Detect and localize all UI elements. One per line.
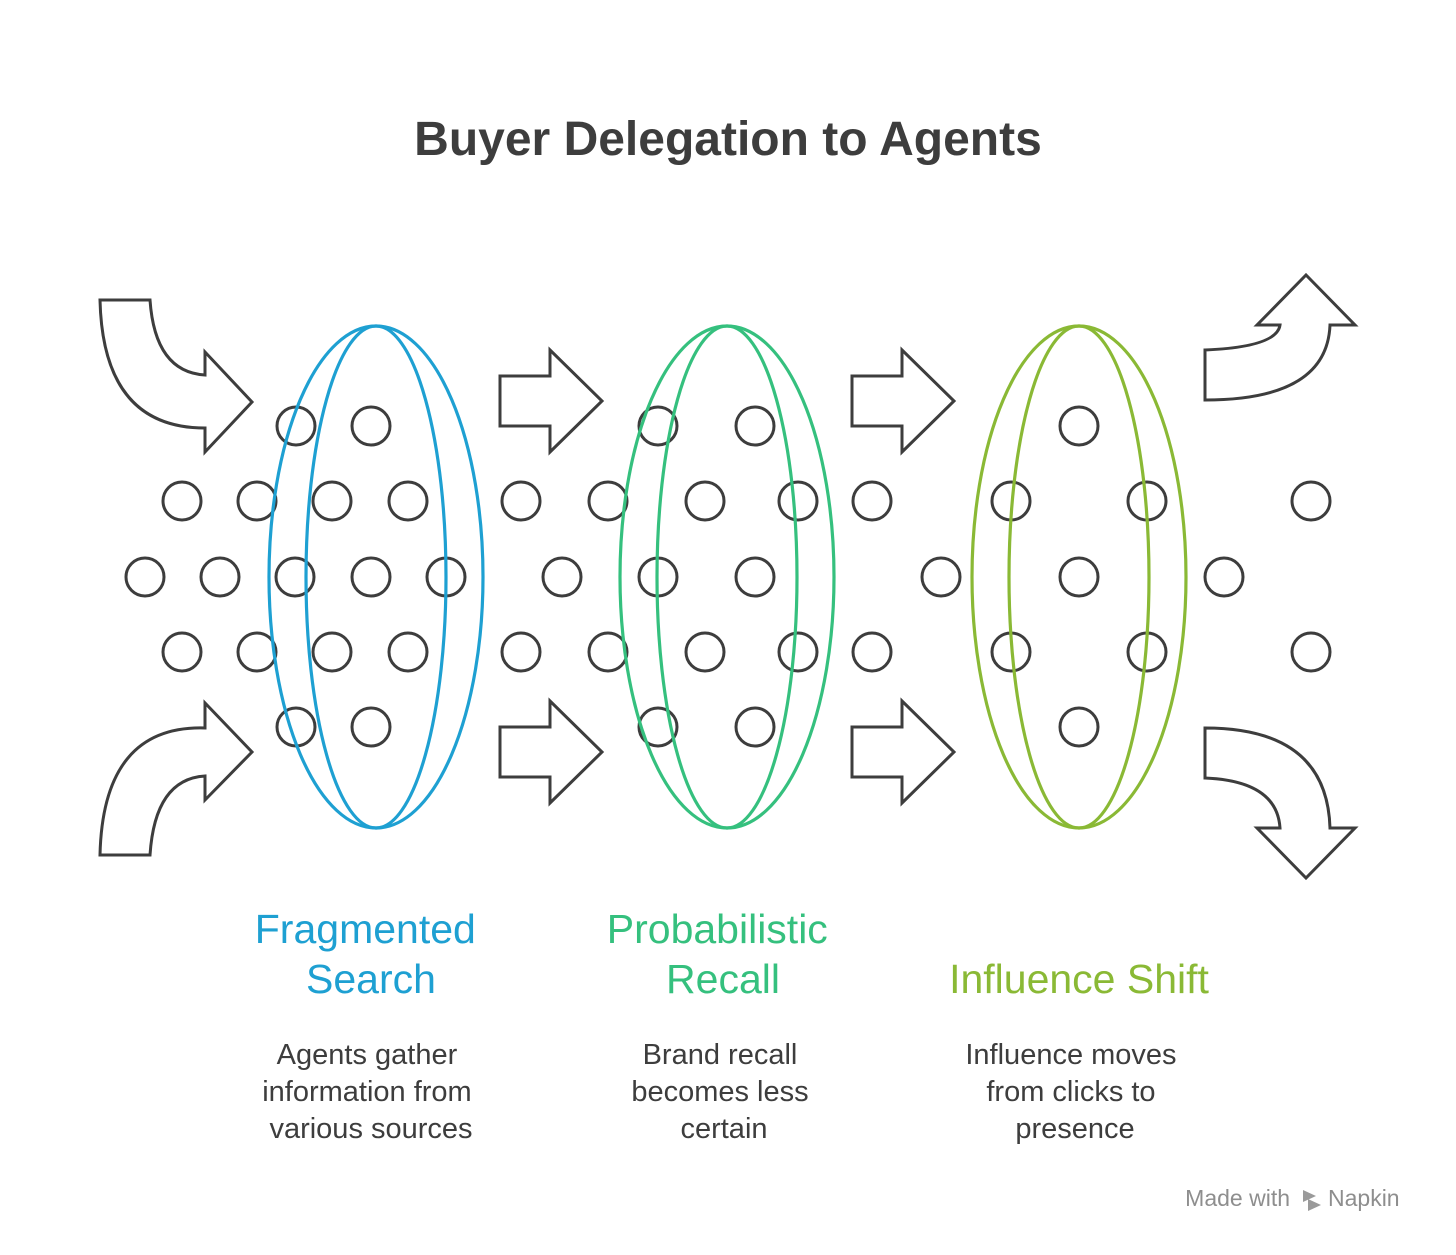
circle-dot-icon bbox=[124, 556, 166, 598]
stage-title-line: Search bbox=[306, 956, 436, 1002]
circle-dot-icon bbox=[587, 631, 629, 673]
circle-dot-icon bbox=[199, 556, 241, 598]
lens-front-rim bbox=[1007, 324, 1151, 830]
circle-dot-icon bbox=[684, 480, 726, 522]
napkin-brand-label: Napkin bbox=[1328, 1185, 1400, 1211]
lens-fragmented-search bbox=[267, 324, 485, 830]
stage-description-influence-shift: Influence moves from clicks to presence bbox=[965, 1039, 1184, 1145]
stage-description-line: Brand recall bbox=[643, 1039, 798, 1071]
circle-dot-icon bbox=[734, 556, 776, 598]
stage-title-line: Influence Shift bbox=[949, 956, 1209, 1002]
stage-description-line: certain bbox=[680, 1113, 767, 1145]
circle-dot-icon bbox=[274, 556, 316, 598]
circle-dot-icon bbox=[350, 706, 392, 748]
circle-dot-icon bbox=[236, 631, 278, 673]
stage-title-probabilistic-recall: Probabilistic Recall bbox=[607, 906, 839, 1002]
stage-description-probabilistic-recall: Brand recall becomes less certain bbox=[631, 1039, 816, 1145]
circle-dot-icon bbox=[1058, 405, 1100, 447]
stage-title-line: Probabilistic bbox=[607, 906, 828, 952]
stage-description-fragmented-search: Agents gather information from various s… bbox=[262, 1039, 480, 1145]
incoming-curved-arrow-bottom-icon bbox=[98, 699, 255, 857]
circle-dot-icon bbox=[1290, 480, 1332, 522]
circle-dot-icon bbox=[500, 631, 542, 673]
stage-title-influence-shift: Influence Shift bbox=[949, 956, 1209, 1002]
stage-description-line: becomes less bbox=[631, 1076, 808, 1108]
lens-back-rim bbox=[970, 324, 1188, 830]
made-with-label: Made with bbox=[1185, 1185, 1290, 1211]
lens-back-rim bbox=[618, 324, 836, 830]
circle-dot-icon bbox=[777, 631, 819, 673]
circle-dot-icon bbox=[161, 631, 203, 673]
lens-front-rim bbox=[655, 324, 799, 830]
stage-description-line: various sources bbox=[269, 1113, 472, 1145]
arrow-right-icon bbox=[850, 346, 957, 456]
circle-dot-icon bbox=[311, 480, 353, 522]
outgoing-curved-arrow-top-icon bbox=[1203, 272, 1359, 402]
napkin-logo-icon bbox=[1303, 1190, 1321, 1211]
circle-dot-icon bbox=[851, 480, 893, 522]
circle-dot-icon bbox=[387, 631, 429, 673]
circle-dot-icon bbox=[161, 480, 203, 522]
lens-influence-shift bbox=[970, 324, 1188, 830]
stage-description-line: from clicks to bbox=[986, 1076, 1155, 1108]
circle-dot-icon bbox=[500, 480, 542, 522]
stage-title-line: Fragmented bbox=[255, 906, 476, 952]
circle-dot-icon bbox=[1058, 556, 1100, 598]
circle-dot-icon bbox=[541, 556, 583, 598]
stage-title-fragmented-search: Fragmented Search bbox=[255, 906, 487, 1002]
arrow-right-icon bbox=[498, 346, 605, 456]
circle-dot-icon bbox=[387, 480, 429, 522]
circle-dot-icon bbox=[311, 631, 353, 673]
circle-dot-icon bbox=[1290, 631, 1332, 673]
circle-dot-icon bbox=[734, 405, 776, 447]
outgoing-curved-arrow-bottom-icon bbox=[1203, 726, 1359, 881]
circle-dot-icon bbox=[1203, 556, 1245, 598]
circle-dot-icon bbox=[684, 631, 726, 673]
circle-dot-icon bbox=[1058, 706, 1100, 748]
incoming-curved-arrow-top-icon bbox=[98, 298, 255, 456]
lens-back-rim bbox=[267, 324, 485, 830]
stage-description-line: presence bbox=[1015, 1113, 1134, 1145]
circle-dot-icon bbox=[350, 405, 392, 447]
circle-dot-icon bbox=[637, 405, 679, 447]
lens-front-rim bbox=[304, 324, 448, 830]
circle-dot-icon bbox=[734, 706, 776, 748]
circle-dot-icon bbox=[236, 480, 278, 522]
arrow-right-icon bbox=[850, 697, 957, 807]
circle-dot-icon bbox=[637, 706, 679, 748]
stage-description-line: Agents gather bbox=[277, 1039, 458, 1071]
circle-dot-icon bbox=[350, 556, 392, 598]
lens-probabilistic-recall bbox=[618, 324, 836, 830]
data-dots bbox=[124, 405, 1332, 748]
circle-dot-icon bbox=[920, 556, 962, 598]
circle-dot-icon bbox=[587, 480, 629, 522]
stage-title-line: Recall bbox=[666, 956, 780, 1002]
circle-dot-icon bbox=[777, 480, 819, 522]
stage-description-line: information from bbox=[262, 1076, 472, 1108]
page-title: Buyer Delegation to Agents bbox=[414, 113, 1042, 166]
stage-description-line: Influence moves bbox=[965, 1039, 1176, 1071]
footer-branding[interactable]: Made with Napkin bbox=[1185, 1185, 1400, 1211]
arrow-right-icon bbox=[498, 697, 605, 807]
circle-dot-icon bbox=[851, 631, 893, 673]
